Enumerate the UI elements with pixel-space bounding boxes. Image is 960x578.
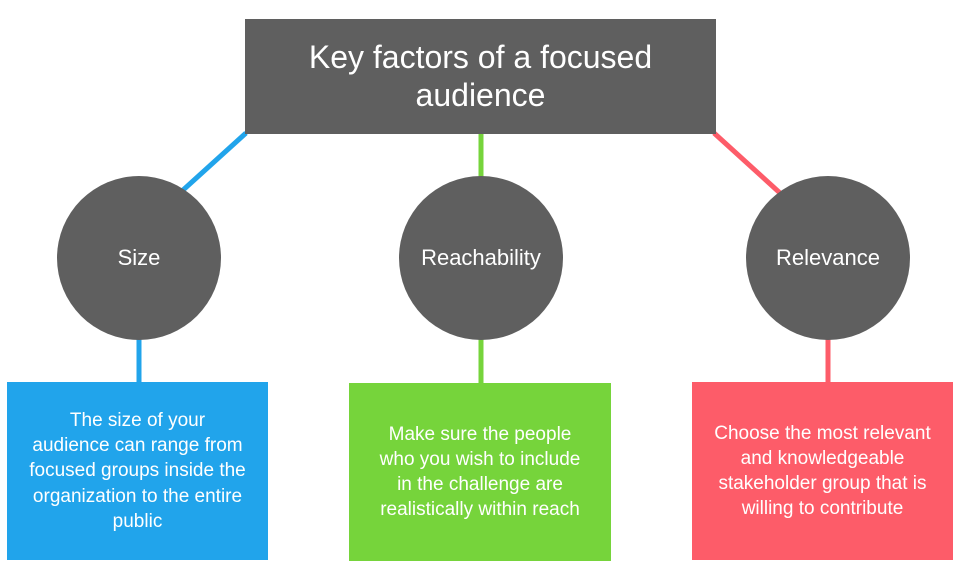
connector-rel-title: [712, 131, 782, 195]
description-reachability-text: Make sure the people who you wish to inc…: [379, 423, 581, 521]
node-reachability-label: Reachability: [421, 245, 541, 270]
description-size: The size of your audience can range from…: [7, 382, 268, 560]
connector-size-title: [180, 131, 248, 193]
node-size: Size: [57, 176, 221, 340]
description-relevance-text: Choose the most relevant and knowledgeab…: [714, 422, 931, 520]
node-relevance: Relevance: [746, 176, 910, 340]
description-reachability: Make sure the people who you wish to inc…: [349, 383, 611, 561]
diagram-title: Key factors of a focused audience: [245, 19, 716, 134]
description-size-text: The size of your audience can range from…: [29, 410, 246, 532]
node-relevance-label: Relevance: [776, 245, 880, 270]
node-size-label: Size: [117, 245, 161, 270]
node-reachability: Reachability: [399, 176, 563, 340]
description-relevance: Choose the most relevant and knowledgeab…: [692, 382, 953, 560]
diagram-title-text: Key factors of a focused audience: [308, 38, 653, 113]
